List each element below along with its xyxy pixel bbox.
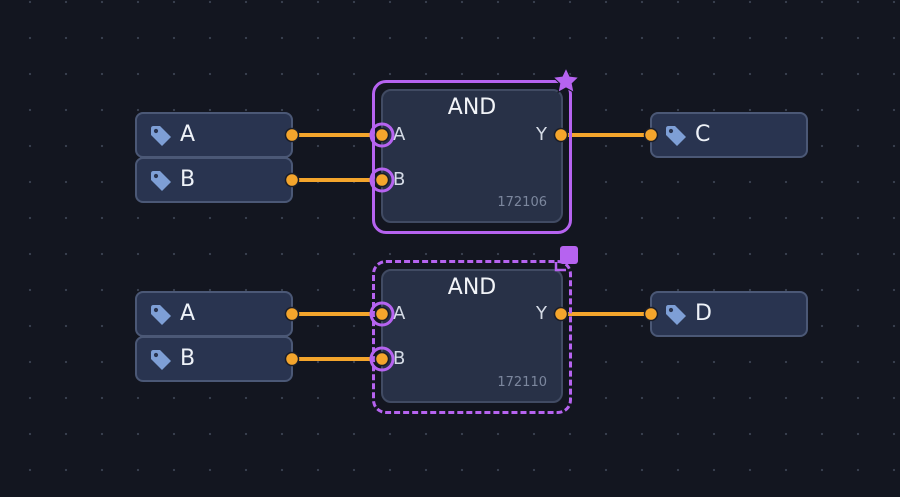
input-port[interactable] xyxy=(374,306,390,322)
square-handle-icon[interactable] xyxy=(560,246,578,264)
output-port[interactable] xyxy=(553,306,569,322)
input-port-ring xyxy=(369,301,395,327)
input-port-ring xyxy=(369,346,395,372)
pin-label-input-a: A xyxy=(393,303,406,324)
output-port[interactable] xyxy=(284,306,300,322)
input-port[interactable] xyxy=(643,127,659,143)
output-tag-label: D xyxy=(695,301,712,326)
pin-label-input-a: A xyxy=(393,124,406,145)
input-tag-label: B xyxy=(180,346,196,371)
input-port-ring xyxy=(369,122,395,148)
pin-label-output-y: Y xyxy=(536,303,547,324)
input-port-ring xyxy=(369,167,395,193)
star-icon[interactable] xyxy=(552,66,580,94)
input-tag-label: B xyxy=(180,167,196,192)
input-port[interactable] xyxy=(374,172,390,188)
output-port[interactable] xyxy=(284,172,300,188)
pin-label-input-b: B xyxy=(393,169,406,190)
input-tag-label: A xyxy=(180,301,196,326)
pin-label-input-b: B xyxy=(393,348,406,369)
input-port[interactable] xyxy=(643,306,659,322)
input-tag-b-2[interactable]: B xyxy=(135,336,293,382)
output-port[interactable] xyxy=(553,127,569,143)
gate-id: 172110 xyxy=(497,375,547,390)
and-gate-node[interactable]: AND 172106 xyxy=(381,89,563,223)
input-tag-a-2[interactable]: A xyxy=(135,291,293,337)
input-tag-label: A xyxy=(180,122,196,147)
output-tag-c[interactable]: C xyxy=(650,112,808,158)
input-tag-b-1[interactable]: B xyxy=(135,157,293,203)
gate-title: AND xyxy=(447,95,497,120)
and-gate-node[interactable]: AND 172110 xyxy=(381,269,563,403)
group-handle-bracket xyxy=(554,262,566,272)
input-port[interactable] xyxy=(374,127,390,143)
output-tag-label: C xyxy=(695,122,711,147)
output-port[interactable] xyxy=(284,127,300,143)
gate-title: AND xyxy=(447,275,497,300)
gate-id: 172106 xyxy=(497,195,547,210)
output-port[interactable] xyxy=(284,351,300,367)
pin-label-output-y: Y xyxy=(536,124,547,145)
input-port[interactable] xyxy=(374,351,390,367)
